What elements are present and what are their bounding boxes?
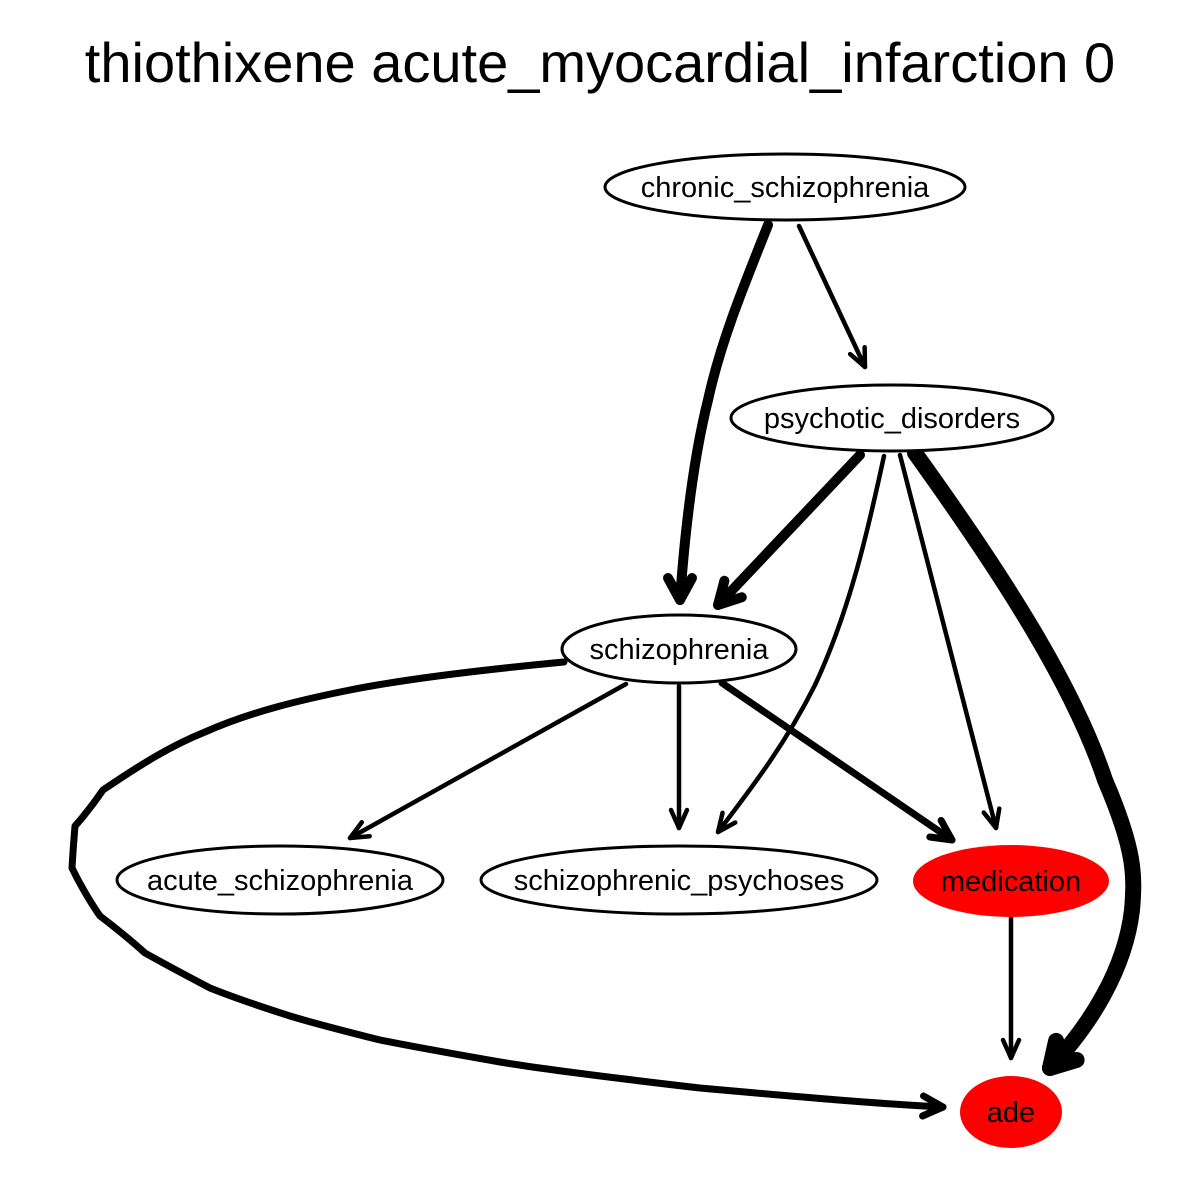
arrowhead: [713, 575, 747, 610]
arrowhead: [1042, 1032, 1085, 1076]
node-shape: [913, 845, 1109, 917]
node-label: psychotic_disorders: [764, 403, 1020, 435]
node-acute-schizophrenia: acute_schizophrenia: [115, 844, 445, 916]
edge-line: [907, 445, 1142, 1076]
node-shape: [560, 613, 798, 685]
node-shape: [115, 844, 445, 916]
edge-psychotic_disorders-to-schizophrenia: [713, 450, 865, 610]
arrowhead: [663, 573, 697, 605]
edge-schizophrenia-to-schizophrenic_psychoses: [668, 683, 690, 831]
edge-line: [718, 679, 956, 844]
edge-psychotic_disorders-to-ade: [907, 445, 1142, 1076]
node-shape: [479, 844, 879, 916]
edge-line: [713, 450, 865, 610]
node-ade: ade: [960, 1076, 1062, 1148]
edges-layer: [68, 220, 1142, 1120]
arrowhead: [1000, 1037, 1022, 1061]
arrowhead: [981, 806, 1002, 831]
node-label: schizophrenic_psychoses: [514, 865, 844, 897]
edge-line: [796, 223, 868, 370]
edge-psychotic_disorders-to-schizophrenic_psychoses: [715, 453, 887, 835]
node-label: medication: [941, 866, 1081, 898]
node-shape: [729, 383, 1055, 453]
node-chronic-schizophrenia: chronic_schizophrenia: [603, 152, 967, 222]
edge-chronic_schizophrenia-to-schizophrenia: [663, 220, 773, 605]
arrowhead: [926, 816, 956, 844]
arrowhead: [668, 807, 690, 831]
arrowhead: [919, 1092, 947, 1120]
edge-medication-to-ade: [1000, 914, 1022, 1061]
node-psychotic-disorders: psychotic_disorders: [729, 383, 1055, 453]
node-label: schizophrenia: [590, 634, 770, 666]
graph-title: thiothixene acute_myocardial_infarction …: [85, 31, 1115, 94]
edge-line: [347, 681, 629, 841]
arrowhead: [847, 345, 868, 370]
arrowhead: [715, 810, 738, 835]
node-medication: medication: [913, 845, 1109, 917]
node-shape: [960, 1076, 1062, 1148]
node-label: chronic_schizophrenia: [641, 172, 930, 204]
edge-line: [897, 452, 999, 831]
edge-schizophrenia-to-acute_schizophrenia: [347, 681, 629, 841]
edge-schizophrenia-to-medication: [718, 679, 956, 844]
node-schizophrenic-psychoses: schizophrenic_psychoses: [479, 844, 879, 916]
node-schizophrenia: schizophrenia: [560, 613, 798, 685]
arrowhead: [347, 819, 372, 841]
edge-chronic_schizophrenia-to-psychotic_disorders: [796, 223, 868, 370]
edge-schizophrenia-to-ade: [68, 658, 947, 1120]
node-label: acute_schizophrenia: [147, 865, 414, 897]
node-shape: [603, 152, 967, 222]
nodes-layer: chronic_schizophrenia psychotic_disorders…: [115, 152, 1109, 1148]
edge-line: [68, 658, 947, 1111]
node-label: ade: [987, 1097, 1035, 1129]
edge-line: [675, 220, 773, 605]
edge-line: [715, 453, 887, 835]
edge-psychotic_disorders-to-medication: [897, 452, 1002, 831]
